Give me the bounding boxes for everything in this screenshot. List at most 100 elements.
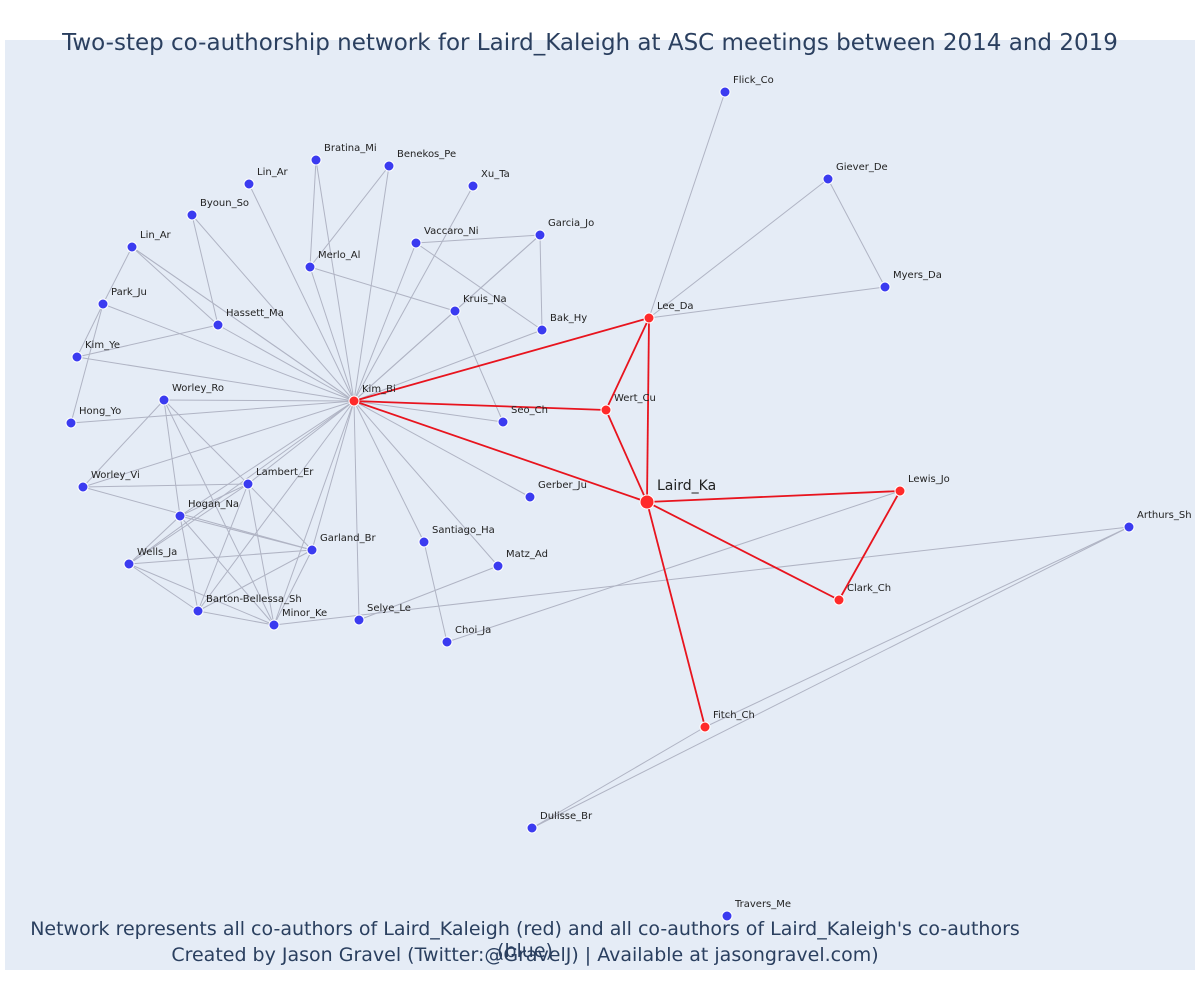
node-garcia-jo[interactable] <box>534 229 546 241</box>
edge-gray <box>309 266 456 312</box>
node-minor-ke[interactable] <box>268 619 280 631</box>
node-clark-ch[interactable] <box>833 594 845 606</box>
node-fitch-ch[interactable] <box>699 721 711 733</box>
label-layer: Laird_KaKim_BiLee_DaWert_CuLewis_JoClark… <box>79 75 1192 910</box>
node-gerber-ju[interactable] <box>524 491 536 503</box>
edge-gray <box>217 324 355 402</box>
node-dulisse-br[interactable] <box>526 822 538 834</box>
node-choi-ja[interactable] <box>441 636 453 648</box>
node-park-ju[interactable] <box>97 298 109 310</box>
edge-gray <box>248 183 355 402</box>
node-label-park-ju: Park_Ju <box>111 287 147 298</box>
edge-gray <box>415 242 543 331</box>
node-worley-vi[interactable] <box>77 481 89 493</box>
node-garland-br[interactable] <box>306 544 318 556</box>
edge-gray <box>353 400 360 621</box>
node-kruis-na[interactable] <box>449 305 461 317</box>
node-lewis-jo[interactable] <box>894 485 906 497</box>
edge-gray <box>353 329 543 402</box>
node-vaccaro-ni[interactable] <box>410 237 422 249</box>
edge-red <box>646 490 901 503</box>
edge-red <box>353 317 650 402</box>
edge-gray <box>247 483 275 626</box>
node-hong-yo[interactable] <box>65 417 77 429</box>
node-travers-me[interactable] <box>721 910 733 922</box>
edge-gray <box>531 726 706 829</box>
node-lambert-er[interactable] <box>242 478 254 490</box>
edge-gray <box>311 400 355 551</box>
node-hogan-na[interactable] <box>174 510 186 522</box>
node-kim-ye[interactable] <box>71 351 83 363</box>
edge-red <box>646 501 706 728</box>
node-label-lee-da: Lee_Da <box>657 301 694 312</box>
node-label-worley-ro: Worley_Ro <box>172 383 224 394</box>
node-kim-bi[interactable] <box>348 395 360 407</box>
node-label-laird-ka: Laird_Ka <box>657 478 716 494</box>
node-laird-ka[interactable] <box>639 494 655 510</box>
node-label-kim-bi: Kim_Bi <box>362 384 396 395</box>
node-label-lin-ar: Lin_Ar <box>140 230 172 241</box>
edge-gray <box>76 324 219 358</box>
node-selye-le[interactable] <box>353 614 365 626</box>
edge-gray <box>179 483 249 517</box>
node-label-seo-ch: Seo_Ch <box>511 405 548 416</box>
edge-gray <box>273 400 355 626</box>
node-giever-de[interactable] <box>822 173 834 185</box>
node-label-merlo-al: Merlo_Al <box>318 250 360 261</box>
edge-gray <box>827 178 886 288</box>
node-flick-co[interactable] <box>719 86 731 98</box>
edge-gray <box>82 400 355 488</box>
edge-gray <box>353 400 499 567</box>
node-label-dulisse-br: Dulisse_Br <box>540 811 593 822</box>
node-bratina-mi[interactable] <box>310 154 322 166</box>
node-label-barton-bellessa-sh: Barton-Bellessa_Sh <box>206 594 302 605</box>
edge-gray <box>128 483 249 565</box>
node-label-giever-de: Giever_De <box>836 162 888 173</box>
edge-red <box>605 409 648 503</box>
edge-gray <box>131 246 355 402</box>
edge-gray <box>531 526 1130 829</box>
edge-gray <box>648 178 829 319</box>
edge-red <box>838 490 901 601</box>
node-label-benekos-pe: Benekos_Pe <box>397 149 456 160</box>
node-benekos-pe[interactable] <box>383 160 395 172</box>
edge-gray <box>131 246 219 326</box>
edge-gray <box>102 303 355 402</box>
edge-gray <box>128 563 275 626</box>
node-bak-hy[interactable] <box>536 324 548 336</box>
node-myers-da[interactable] <box>879 281 891 293</box>
node-lin-ar[interactable] <box>243 178 255 190</box>
node-label-clark-ch: Clark_Ch <box>847 583 891 594</box>
node-santiago-ha[interactable] <box>418 536 430 548</box>
edge-gray <box>82 483 249 488</box>
node-layer[interactable] <box>65 86 1135 922</box>
edge-gray <box>309 159 317 268</box>
node-lee-da[interactable] <box>643 312 655 324</box>
edge-gray <box>191 214 219 326</box>
node-label-lewis-jo: Lewis_Jo <box>908 474 950 485</box>
node-label-kruis-na: Kruis_Na <box>463 294 507 305</box>
edge-gray <box>539 234 543 331</box>
node-lin-ar[interactable] <box>126 241 138 253</box>
node-wells-ja[interactable] <box>123 558 135 570</box>
node-label-worley-vi: Worley_Vi <box>91 470 140 481</box>
edge-gray <box>179 515 313 551</box>
edge-gray <box>70 400 355 424</box>
edge-gray <box>163 399 249 485</box>
node-seo-ch[interactable] <box>497 416 509 428</box>
edge-gray <box>179 515 275 626</box>
node-barton-bellessa-sh[interactable] <box>192 605 204 617</box>
edge-gray <box>353 400 531 498</box>
edge-red <box>353 400 648 503</box>
node-label-minor-ke: Minor_Ke <box>282 608 327 619</box>
node-matz-ad[interactable] <box>492 560 504 572</box>
node-worley-ro[interactable] <box>158 394 170 406</box>
edge-gray <box>353 310 456 402</box>
node-arthurs-sh[interactable] <box>1123 521 1135 533</box>
node-byoun-so[interactable] <box>186 209 198 221</box>
node-hassett-ma[interactable] <box>212 319 224 331</box>
node-wert-cu[interactable] <box>600 404 612 416</box>
node-xu-ta[interactable] <box>467 180 479 192</box>
node-merlo-al[interactable] <box>304 261 316 273</box>
